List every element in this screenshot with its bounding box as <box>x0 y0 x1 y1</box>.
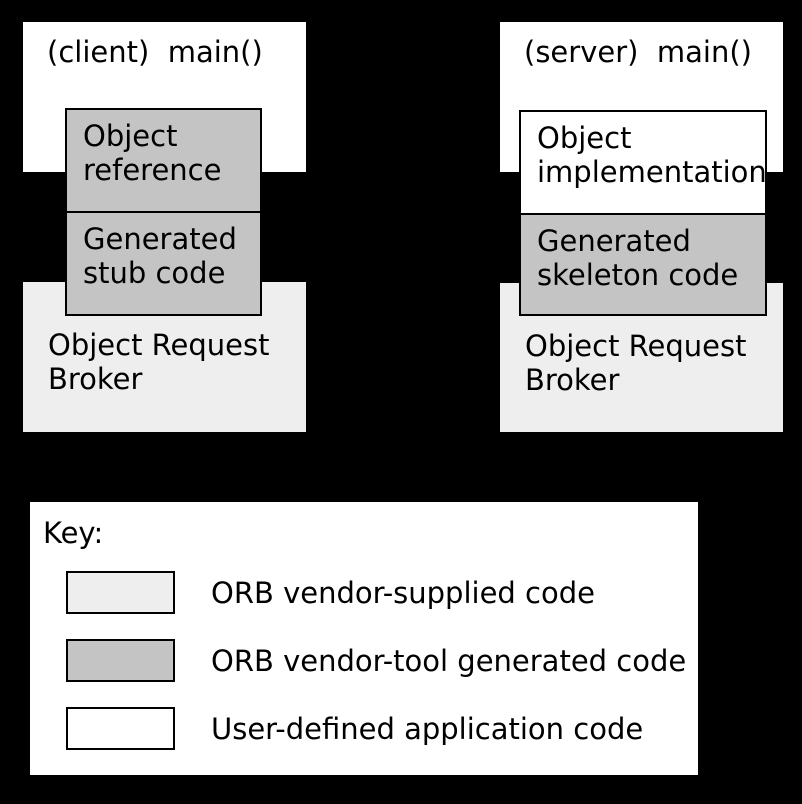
generated-stub-code-label: Generated stub code <box>83 222 237 290</box>
client-main-label: (client) main() <box>47 35 263 69</box>
key-entry-user-defined: User-defined application code <box>66 707 643 750</box>
client-orb-label: Object Request Broker <box>48 328 270 396</box>
user-defined-swatch <box>66 707 175 750</box>
generated-skeleton-code-label: Generated skeleton code <box>537 224 739 292</box>
tool-generated-label: ORB vendor-tool generated code <box>211 643 687 678</box>
object-implementation-box: Object implementation <box>519 110 767 215</box>
server-main-label: (server) main() <box>524 35 752 69</box>
key-entry-vendor-supplied: ORB vendor-supplied code <box>66 571 595 614</box>
key-entry-tool-generated: ORB vendor-tool generated code <box>66 639 686 682</box>
vendor-supplied-swatch <box>66 571 175 614</box>
user-defined-label: User-defined application code <box>211 711 644 746</box>
object-implementation-label: Object implementation <box>537 121 767 189</box>
vendor-supplied-label: ORB vendor-supplied code <box>211 575 595 610</box>
generated-stub-code-box: Generated stub code <box>65 211 262 316</box>
object-reference-label: Object reference <box>83 119 222 187</box>
key-title: Key: <box>43 516 104 550</box>
server-orb-label: Object Request Broker <box>525 329 747 397</box>
tool-generated-swatch <box>66 639 175 682</box>
key-panel: Key: ORB vendor-supplied code ORB vendor… <box>30 502 698 775</box>
object-reference-box: Object reference <box>65 108 262 213</box>
generated-skeleton-code-box: Generated skeleton code <box>519 213 767 316</box>
